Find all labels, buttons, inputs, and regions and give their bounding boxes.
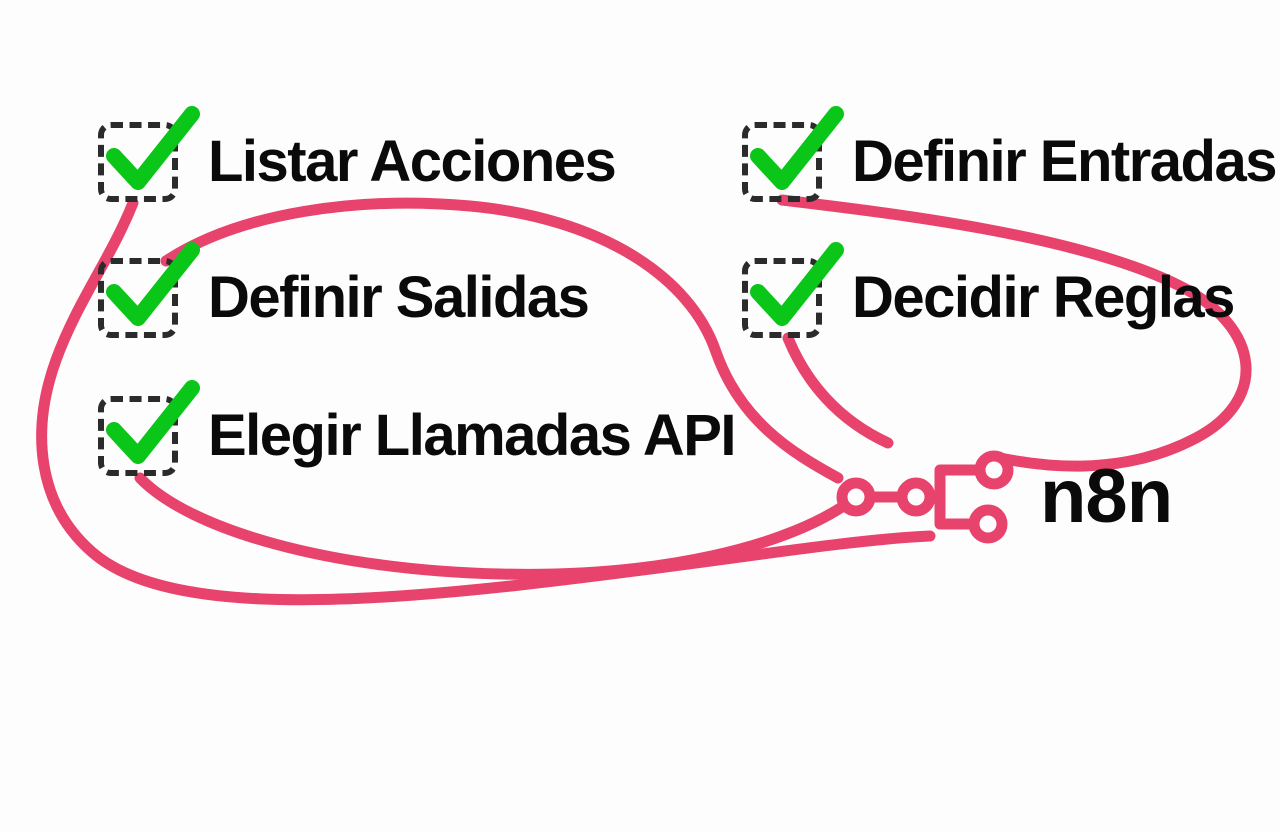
checklist-item-elegir-llamadas-api[interactable]: Elegir Llamadas API	[98, 380, 737, 476]
checklist-item-definir-entradas[interactable]: Definir Entradas	[742, 106, 1278, 202]
checklist-label-definir-salidas: Definir Salidas	[208, 265, 590, 330]
logo-node-4	[968, 504, 1008, 544]
logo-node-2	[896, 477, 936, 517]
n8n-logo-icon	[836, 450, 1014, 544]
checkbox-decidir-reglas[interactable]	[742, 242, 844, 338]
checklist-label-definir-entradas: Definir Entradas	[852, 129, 1278, 194]
check-icon	[750, 106, 844, 190]
logo-node-3	[974, 450, 1014, 490]
checklist-item-listar-acciones[interactable]: Listar Acciones	[98, 106, 617, 202]
check-icon	[106, 242, 200, 326]
check-icon	[106, 380, 200, 464]
checklist-label-listar-acciones: Listar Acciones	[208, 129, 617, 194]
checkbox-listar-acciones[interactable]	[98, 106, 200, 202]
checkbox-definir-entradas[interactable]	[742, 106, 844, 202]
checklist-label-decidir-reglas: Decidir Reglas	[852, 265, 1235, 330]
n8n-wordmark: n8n	[1040, 454, 1173, 539]
checkbox-elegir-llamadas-api[interactable]	[98, 380, 200, 476]
checklist-item-decidir-reglas[interactable]: Decidir Reglas	[742, 242, 1235, 338]
checkbox-definir-salidas[interactable]	[98, 242, 200, 338]
check-icon	[750, 242, 844, 326]
checklist-label-elegir-llamadas-api: Elegir Llamadas API	[208, 403, 737, 468]
checklist-item-definir-salidas[interactable]: Definir Salidas	[98, 242, 590, 338]
check-icon	[106, 106, 200, 190]
connector-elegir-llamadas-api	[134, 472, 858, 580]
logo-node-1	[836, 477, 876, 517]
connector-decidir-reglas	[782, 332, 894, 449]
